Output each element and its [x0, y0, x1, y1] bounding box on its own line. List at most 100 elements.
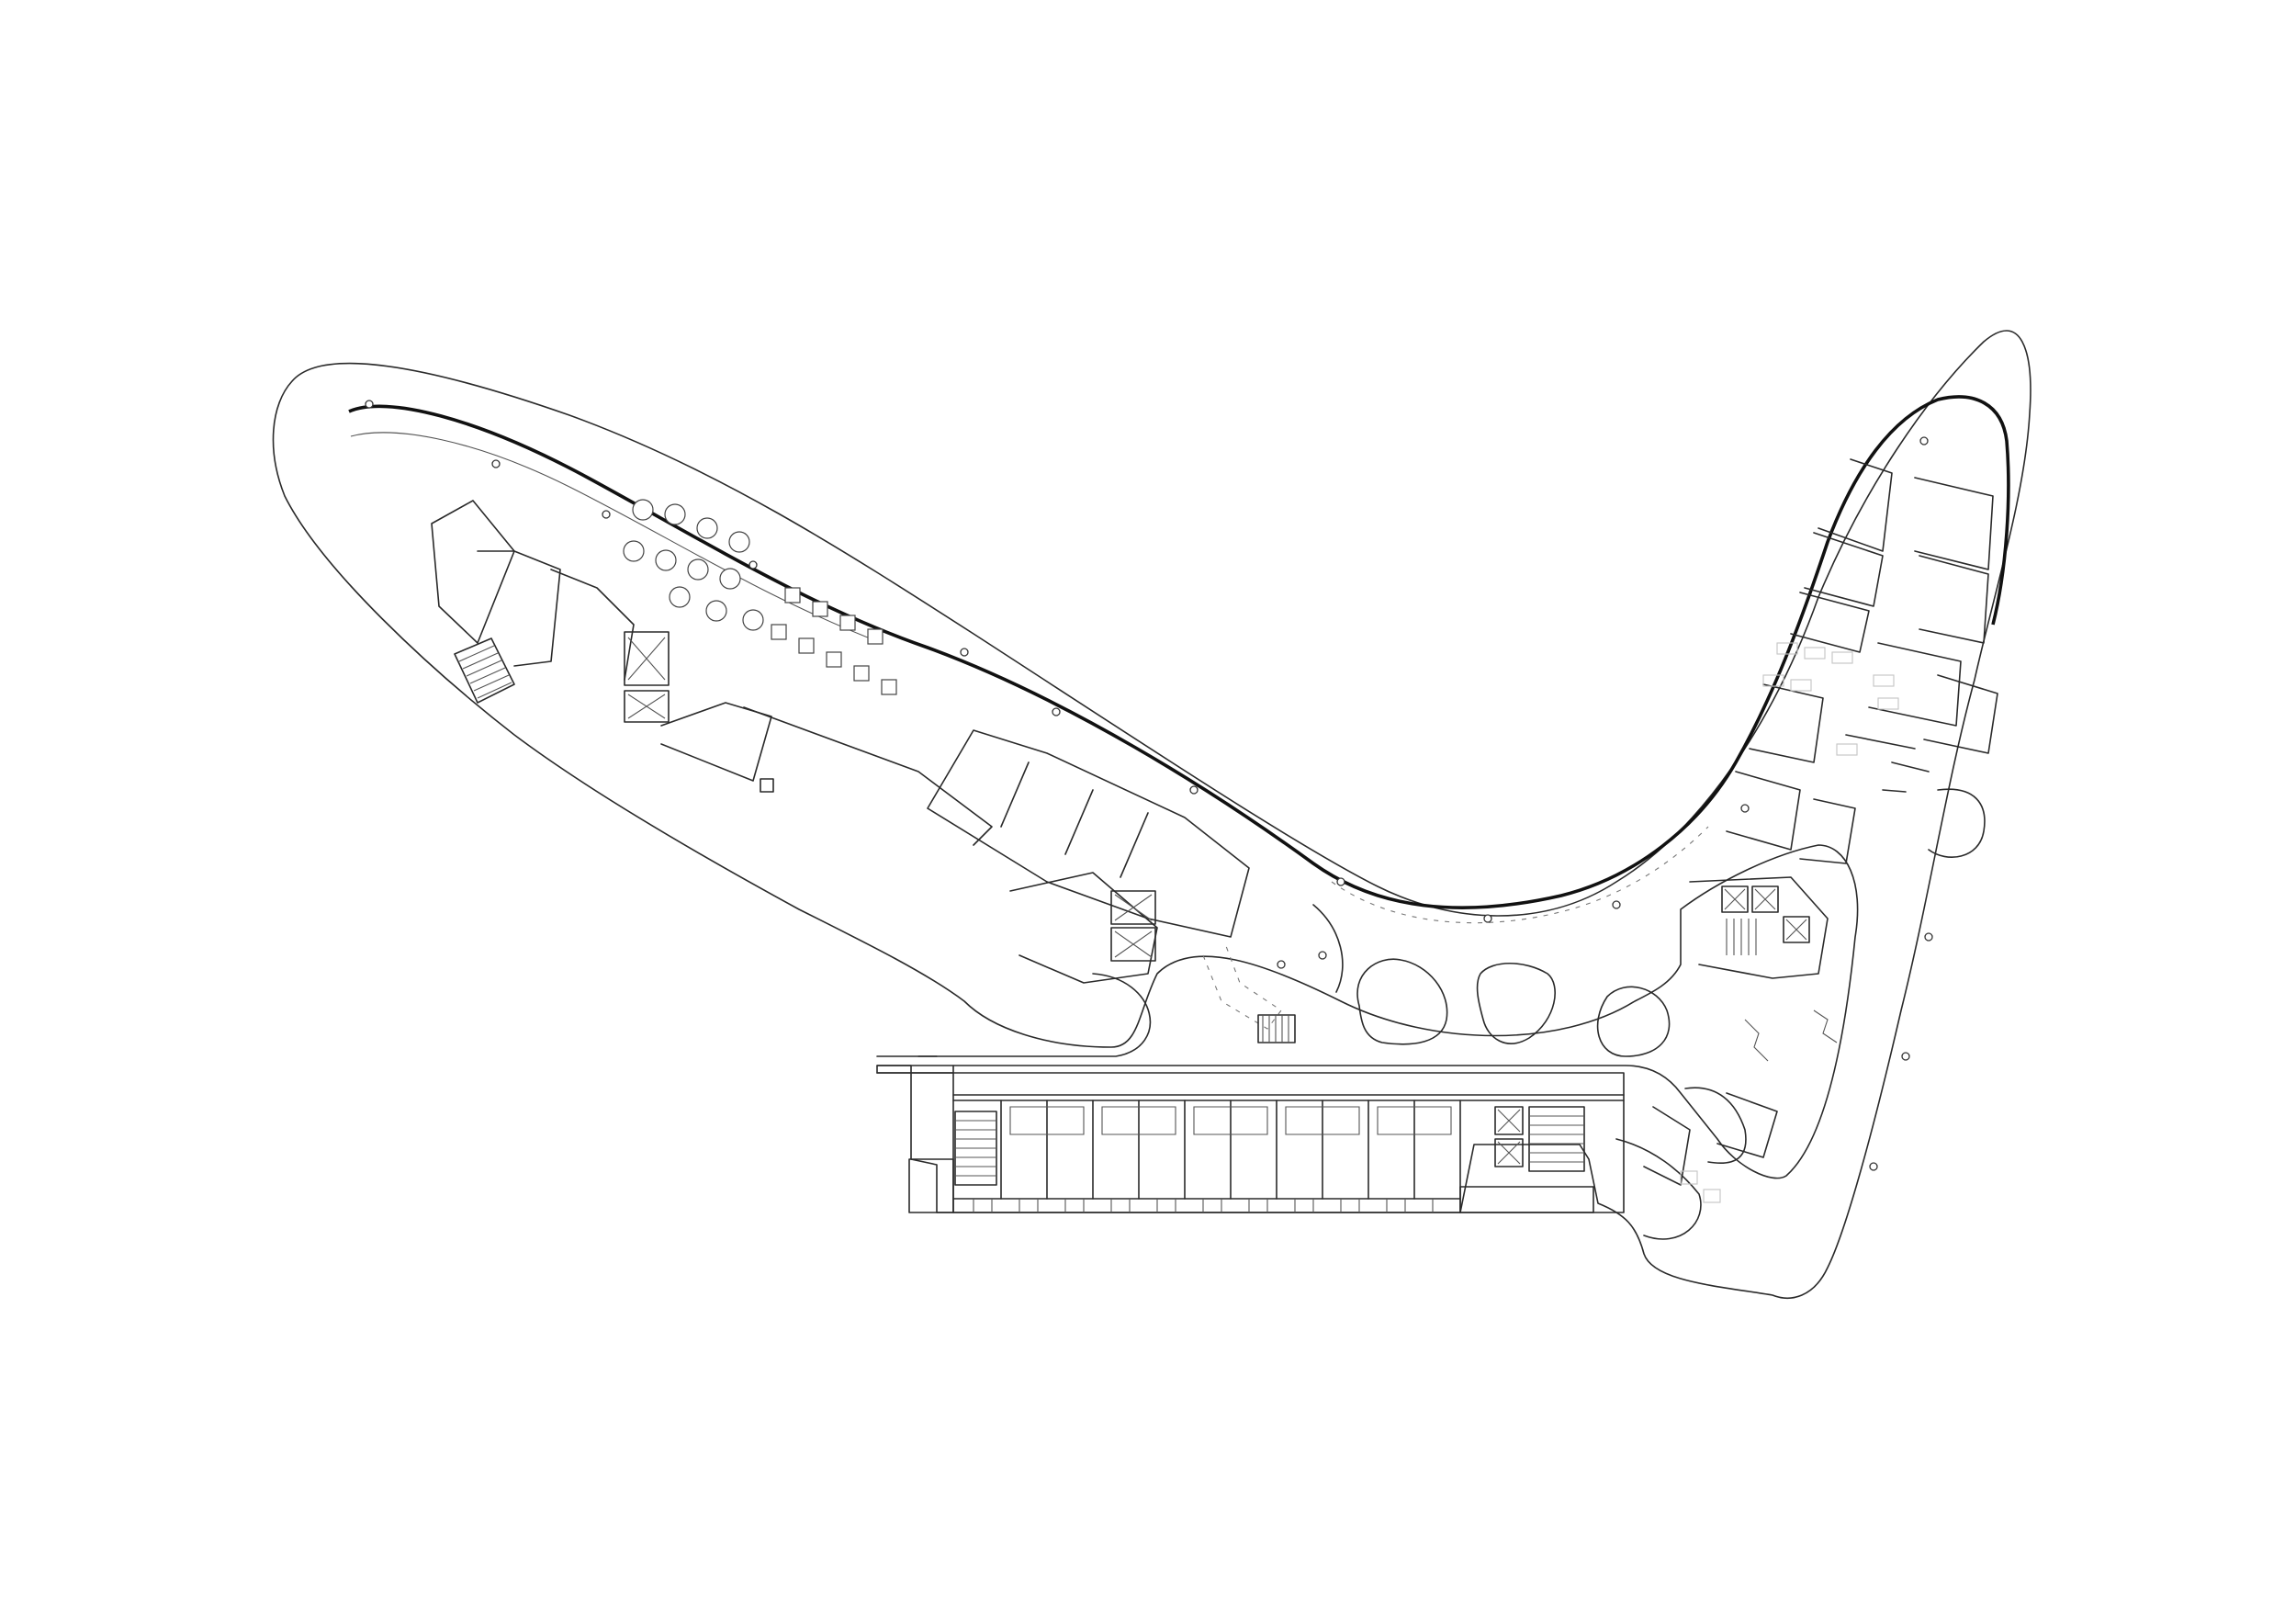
- dining-table: [839, 615, 856, 631]
- west-room-wall: [550, 569, 635, 681]
- bathroom-row: [1009, 1106, 1452, 1135]
- elevator-cross: [627, 694, 666, 719]
- structural-columns: [365, 400, 1933, 1171]
- lobby-curved-screen: [1312, 904, 1344, 993]
- desk: [1873, 674, 1895, 687]
- column: [1052, 707, 1061, 716]
- dining-table: [632, 499, 654, 521]
- desk: [1680, 1170, 1698, 1185]
- elevator-cross: [1785, 919, 1807, 941]
- partition: [1000, 761, 1030, 828]
- lobby-stair: [1257, 1014, 1296, 1043]
- south-guest-room-bar: [908, 1072, 1625, 1213]
- elevator-core-west: [624, 631, 670, 686]
- elevator-core-center: [1110, 927, 1156, 962]
- column: [1336, 877, 1345, 886]
- kitchen-wall: [927, 729, 1250, 938]
- south-stair: [1528, 1106, 1585, 1172]
- elevator-cross: [1497, 1109, 1521, 1133]
- elevator-cross: [627, 637, 666, 681]
- dining-table: [826, 651, 842, 668]
- column: [1924, 932, 1933, 942]
- stair-treads: [1529, 1115, 1584, 1163]
- dining-table: [742, 609, 764, 631]
- corridor-wall: [743, 706, 993, 846]
- building-outline: [272, 330, 2032, 1299]
- column: [491, 459, 501, 468]
- east-room-wall: [1919, 555, 1989, 644]
- planter-island: [1356, 958, 1448, 1045]
- elevator-core-east: [1783, 916, 1810, 943]
- column: [1612, 900, 1621, 909]
- column: [960, 648, 969, 657]
- east-room-wall: [1914, 477, 1994, 570]
- annex: [908, 1158, 954, 1213]
- service-core: [1009, 872, 1158, 984]
- secondary-curve-line: [350, 432, 883, 644]
- dining-table: [623, 540, 645, 562]
- elevator-cross: [1724, 888, 1746, 910]
- stair-outline: [454, 637, 515, 704]
- elevator-core-east: [1721, 885, 1749, 913]
- interior-glazing-line: [348, 395, 2010, 909]
- elevator-core-center: [1110, 890, 1156, 925]
- exterior-stair-west: [454, 637, 515, 704]
- elevator-cross: [1754, 888, 1776, 910]
- east-lift-lobby: [1689, 876, 1829, 979]
- dining-table: [798, 637, 815, 654]
- column: [1318, 951, 1327, 960]
- south-east-wc: [1615, 1138, 1702, 1240]
- dining-table: [771, 624, 787, 640]
- desk: [1836, 743, 1858, 756]
- elevator-core-south: [1494, 1138, 1524, 1167]
- dining-table: [669, 586, 691, 608]
- column: [365, 400, 374, 409]
- east-room-wall: [1804, 532, 1884, 607]
- entrance-doors: [1744, 1019, 1769, 1062]
- south-east-rooms: [1716, 1092, 1778, 1158]
- east-wing-rooms: [1615, 458, 1998, 1240]
- desk: [1831, 651, 1853, 664]
- guest-wing-outline: [952, 1072, 1625, 1213]
- east-south-curve: [1684, 1087, 1747, 1164]
- elevator-core-south: [1494, 1106, 1524, 1135]
- column: [1919, 436, 1929, 445]
- elevator-cross: [1114, 930, 1153, 958]
- stair-treads: [458, 645, 512, 699]
- window-mullions: [973, 1199, 1434, 1212]
- east-room-wall: [1818, 458, 1893, 552]
- dining-table: [812, 601, 828, 617]
- partition: [1845, 734, 1916, 750]
- outer-envelope: [272, 330, 2032, 1299]
- column: [1277, 960, 1286, 969]
- entrance-ramp: [1202, 945, 1282, 1030]
- column: [1869, 1162, 1878, 1171]
- dining-tables: [623, 499, 897, 695]
- east-core: [1726, 771, 1801, 851]
- exterior-walkway: [876, 1065, 1594, 1213]
- entry-canopy: [1459, 1186, 1594, 1213]
- east-corridor: [1868, 642, 1962, 727]
- elevator-core-east: [1751, 885, 1779, 913]
- partition: [1120, 812, 1149, 878]
- entrance-doors: [1813, 1009, 1838, 1043]
- planter-island: [1476, 962, 1556, 1044]
- south-east-rooms: [1643, 1106, 1691, 1186]
- partition: [1064, 789, 1094, 855]
- column: [1901, 1052, 1910, 1061]
- dining-table: [705, 600, 727, 622]
- dining-table: [728, 531, 750, 553]
- desk: [1804, 647, 1826, 660]
- desk: [1703, 1189, 1721, 1203]
- corridor-wall: [660, 702, 772, 782]
- dining-table: [881, 679, 897, 695]
- dining-table: [867, 628, 884, 645]
- elevator-cross: [1497, 1141, 1521, 1165]
- west-wing-end-curve: [917, 973, 1152, 1057]
- dashed-setback-line: [1331, 826, 1709, 924]
- column: [602, 510, 611, 519]
- west-room-wall: [431, 500, 515, 644]
- dining-table: [784, 587, 801, 603]
- curved-reception-desk: [1928, 788, 1986, 858]
